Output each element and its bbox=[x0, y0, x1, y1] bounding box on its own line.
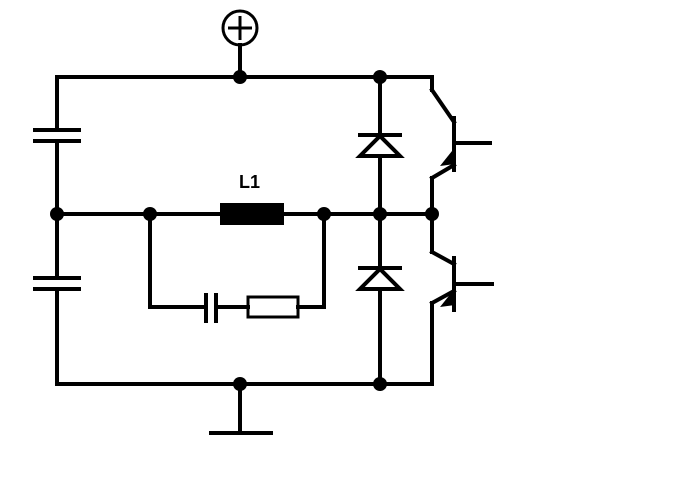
upper-diode-symbol bbox=[355, 133, 405, 158]
lower-diode-symbol bbox=[355, 266, 405, 291]
junction-dot bbox=[233, 377, 247, 391]
junction-dot bbox=[425, 207, 439, 221]
upper-transistor-symbol bbox=[429, 87, 492, 216]
diode-column bbox=[355, 75, 405, 386]
inductor-l1 bbox=[220, 203, 284, 225]
junction-dot bbox=[50, 207, 64, 221]
lower-transistor-symbol bbox=[429, 212, 494, 312]
junction-dot bbox=[233, 70, 247, 84]
junction-dot bbox=[317, 207, 331, 221]
left-capacitor-branch bbox=[33, 75, 81, 386]
junction-dot bbox=[373, 207, 387, 221]
inductor-label: L1 bbox=[239, 172, 260, 192]
junction-dots bbox=[50, 70, 439, 391]
junction-dot bbox=[143, 207, 157, 221]
ground-symbol bbox=[209, 382, 273, 435]
rc-snubber-branch bbox=[148, 212, 326, 323]
top-rail-wire bbox=[55, 75, 434, 92]
bottom-rail-wire bbox=[55, 301, 434, 386]
positive-terminal-symbol bbox=[221, 9, 259, 79]
junction-dot bbox=[373, 70, 387, 84]
snubber-resistor bbox=[246, 295, 300, 319]
junction-dot bbox=[373, 377, 387, 391]
